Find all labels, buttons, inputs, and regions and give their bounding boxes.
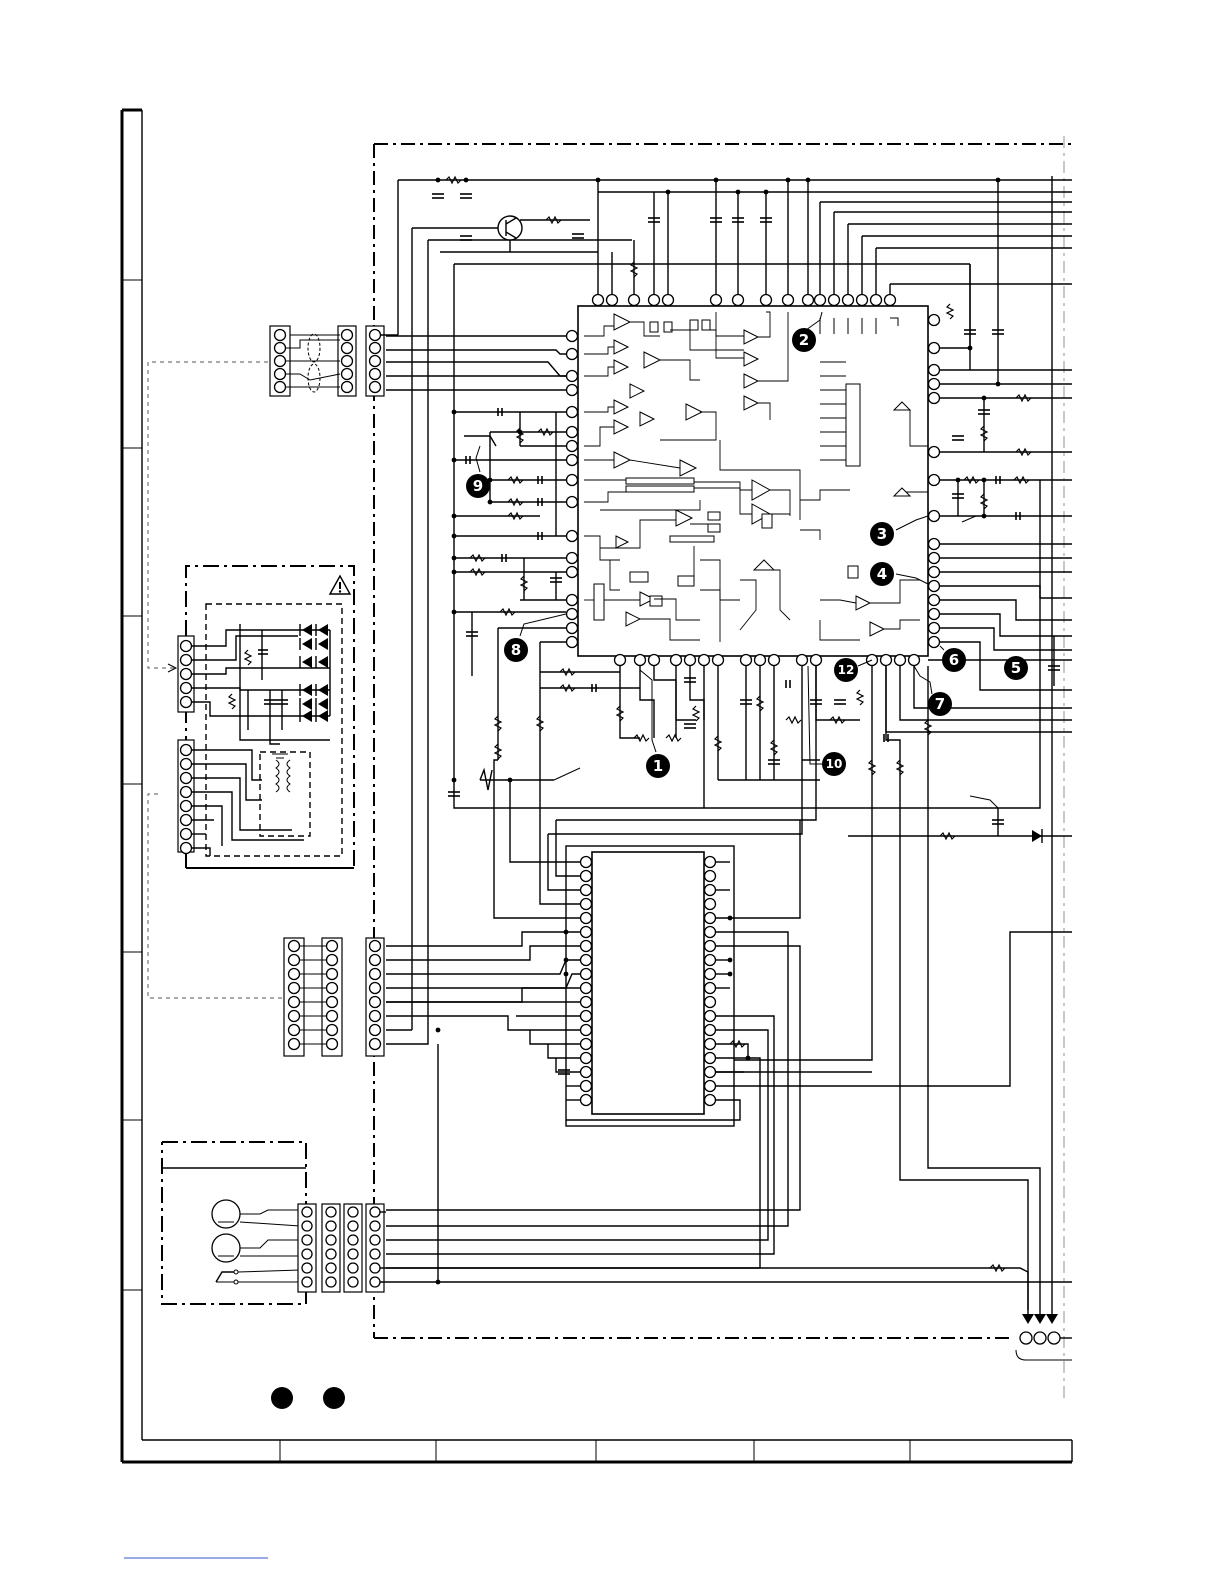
transistor-q1 <box>498 216 522 252</box>
marker-6: 6 <box>940 646 966 672</box>
svg-text:4: 4 <box>877 565 887 583</box>
svg-text:1: 1 <box>653 757 663 775</box>
legend-dot-b <box>323 1387 345 1409</box>
power-sub-board <box>178 566 354 868</box>
main-ic <box>567 295 940 666</box>
legend-dots <box>271 1387 345 1409</box>
svg-text:12: 12 <box>838 663 855 677</box>
marker-1: 1 <box>640 670 670 778</box>
svg-text:6: 6 <box>949 651 959 669</box>
svg-text:7: 7 <box>935 695 945 713</box>
svg-text:8: 8 <box>511 641 521 659</box>
legend-dot-a <box>271 1387 293 1409</box>
connector-middle-left <box>284 938 384 1056</box>
svg-text:10: 10 <box>826 757 843 771</box>
marker-9: 9 <box>466 446 490 498</box>
svg-text:3: 3 <box>877 525 887 543</box>
svg-text:2: 2 <box>799 331 809 349</box>
marker-8: 8 <box>504 614 566 662</box>
marker-5: 5 <box>1004 656 1028 680</box>
svg-text:9: 9 <box>473 477 483 495</box>
svg-text:5: 5 <box>1011 659 1021 677</box>
connector-top-left <box>270 326 398 396</box>
caution-triangle-icon <box>330 576 350 594</box>
